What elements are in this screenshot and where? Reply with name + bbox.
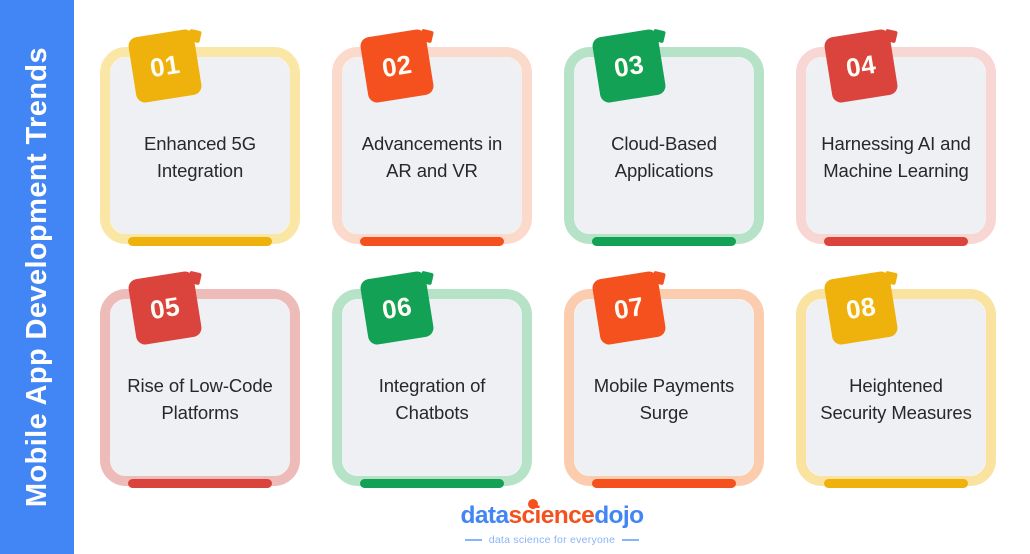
trend-card[interactable]: Mobile Payments Surge 07 — [564, 270, 764, 494]
logo-text-science: science — [508, 502, 595, 529]
card-number-label: 03 — [611, 48, 647, 83]
trend-card[interactable]: Harnessing AI and Machine Learning 04 — [796, 28, 996, 252]
logo-dot-icon — [527, 499, 538, 509]
card-number-label: 08 — [843, 290, 879, 325]
trend-card[interactable]: Enhanced 5G Integration 01 — [100, 28, 300, 252]
trend-card-grid: Enhanced 5G Integration 01 Advancements … — [100, 28, 998, 494]
tagline-dash-left-icon — [464, 538, 482, 541]
card-number-badge: 05 — [127, 270, 203, 346]
card-accent-bar — [592, 237, 736, 246]
card-number-badge: 03 — [591, 28, 667, 104]
trend-card[interactable]: Advancements in AR and VR 02 — [332, 28, 532, 252]
tagline-row: data science for everyone — [464, 533, 640, 546]
sidebar-title-bar: Mobile App Development Trends — [0, 0, 74, 554]
card-accent-bar — [360, 479, 504, 488]
trend-card[interactable]: Rise of Low-Code Platforms 05 — [100, 270, 300, 494]
tagline-dash-right-icon — [622, 538, 640, 541]
card-accent-bar — [824, 237, 968, 246]
card-text: Advancements in AR and VR — [361, 133, 503, 181]
card-text: Rise of Low-Code Platforms — [127, 375, 273, 423]
card-accent-bar — [128, 479, 272, 488]
card-number-badge: 07 — [591, 270, 667, 346]
card-number-label: 02 — [379, 48, 415, 83]
trend-card[interactable]: Cloud-Based Applications 03 — [564, 28, 764, 252]
card-accent-bar — [128, 237, 272, 246]
card-accent-bar — [360, 237, 504, 246]
trend-card[interactable]: Integration of Chatbots 06 — [332, 270, 532, 494]
card-number-label: 07 — [611, 290, 647, 325]
card-number-badge: 01 — [127, 28, 203, 104]
card-text: Heightened Security Measures — [820, 375, 972, 423]
brand-logo: datasciencedojo — [460, 499, 644, 529]
card-text: Integration of Chatbots — [378, 375, 486, 423]
page-title: Mobile App Development Trends — [20, 46, 53, 508]
logo-text-dojo: dojo — [594, 502, 644, 529]
card-number-badge: 04 — [823, 28, 899, 104]
footer-branding: datasciencedojo data science for everyon… — [0, 499, 1030, 554]
card-number-badge: 06 — [359, 270, 435, 346]
card-text: Enhanced 5G Integration — [143, 133, 257, 181]
card-text: Cloud-Based Applications — [611, 133, 717, 181]
card-accent-bar — [592, 479, 736, 488]
trend-card[interactable]: Heightened Security Measures 08 — [796, 270, 996, 494]
card-number-label: 06 — [379, 290, 415, 325]
card-text: Harnessing AI and Machine Learning — [821, 133, 971, 181]
card-text: Mobile Payments Surge — [593, 375, 735, 423]
card-number-label: 05 — [147, 290, 183, 325]
logo-text-data: data — [460, 502, 510, 529]
tagline-text: data science for everyone — [488, 533, 616, 546]
card-number-label: 01 — [147, 48, 183, 83]
card-number-badge: 08 — [823, 270, 899, 346]
card-accent-bar — [824, 479, 968, 488]
card-number-badge: 02 — [359, 28, 435, 104]
card-number-label: 04 — [843, 48, 879, 83]
